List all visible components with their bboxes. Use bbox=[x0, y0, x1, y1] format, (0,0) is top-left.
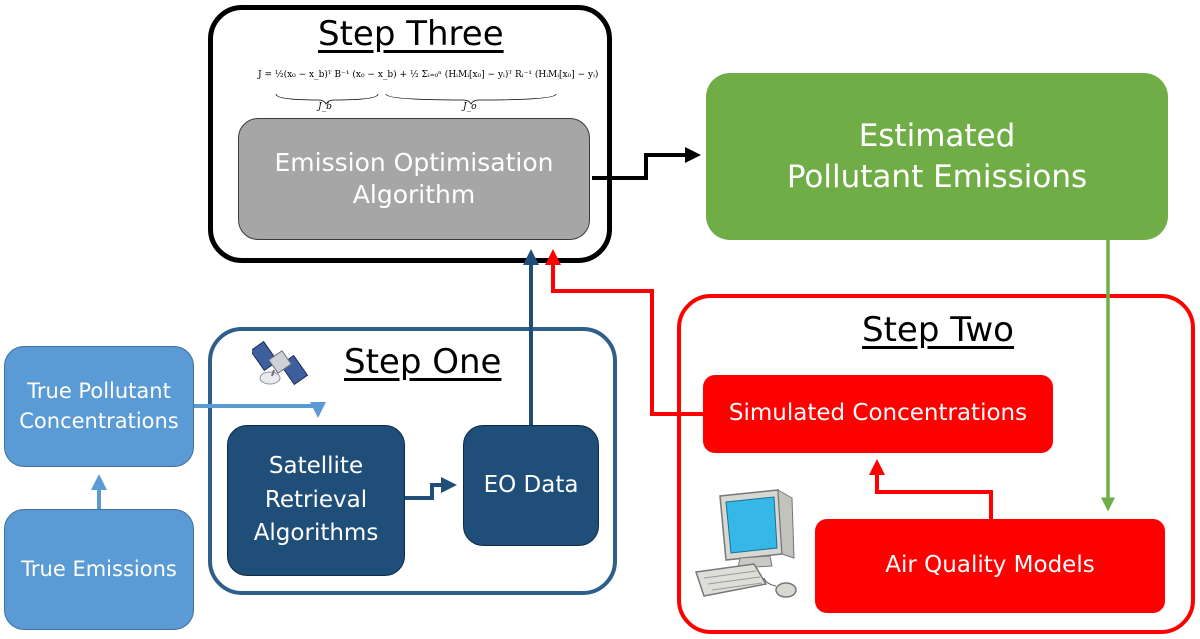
cost-function-equation: J = ½(x₀ − x_b)ᵀ B⁻¹ (x₀ − x_b) + ½ Σᵢ₌₀… bbox=[258, 70, 599, 80]
arrow-models-to-simulated bbox=[869, 459, 993, 519]
satellite-icon bbox=[252, 340, 308, 386]
air-quality-models-label: Air Quality Models bbox=[885, 552, 1095, 579]
observation-term-label: J_o bbox=[463, 102, 477, 112]
cost-function-formula: J = ½(x₀ − x_b)ᵀ B⁻¹ (x₀ − x_b) + ½ Σᵢ₌₀… bbox=[258, 64, 598, 116]
step-three-title: Step Three bbox=[318, 14, 504, 54]
arrow-optimisation-to-estimated bbox=[592, 147, 701, 180]
true-concentrations-label: True Pollutant Concentrations bbox=[19, 379, 179, 433]
estimated-emissions-label: Estimated Pollutant Emissions bbox=[786, 118, 1088, 195]
emission-optimisation-box: Emission Optimisation Algorithm bbox=[238, 118, 590, 240]
true-concentrations-box: True Pollutant Concentrations bbox=[4, 346, 194, 467]
satellite-retrieval-label: Satellite Retrieval Algorithms bbox=[253, 453, 379, 547]
computer-icon bbox=[695, 489, 797, 598]
air-quality-models-box: Air Quality Models bbox=[815, 519, 1165, 613]
step-two-title: Step Two bbox=[862, 310, 1014, 350]
formula-braces bbox=[275, 93, 557, 105]
estimated-emissions-box: Estimated Pollutant Emissions bbox=[706, 73, 1168, 240]
eo-data-label: EO Data bbox=[483, 471, 579, 498]
arrow-simulated-to-optimisation bbox=[545, 249, 703, 416]
background-term-label: J_b bbox=[318, 102, 332, 112]
satellite-retrieval-box: Satellite Retrieval Algorithms bbox=[227, 425, 405, 576]
true-emissions-box: True Emissions bbox=[4, 509, 194, 630]
arrow-concentrations-to-retrieval bbox=[194, 402, 326, 418]
step-one-title: Step One bbox=[344, 342, 502, 382]
true-emissions-label: True Emissions bbox=[21, 556, 177, 581]
eo-data-box: EO Data bbox=[463, 425, 599, 546]
simulated-concentrations-label: Simulated Concentrations bbox=[728, 400, 1028, 427]
simulated-concentrations-box: Simulated Concentrations bbox=[703, 375, 1053, 453]
emission-optimisation-label: Emission Optimisation Algorithm bbox=[274, 147, 554, 210]
arrow-retrieval-to-eo-data bbox=[405, 477, 457, 500]
